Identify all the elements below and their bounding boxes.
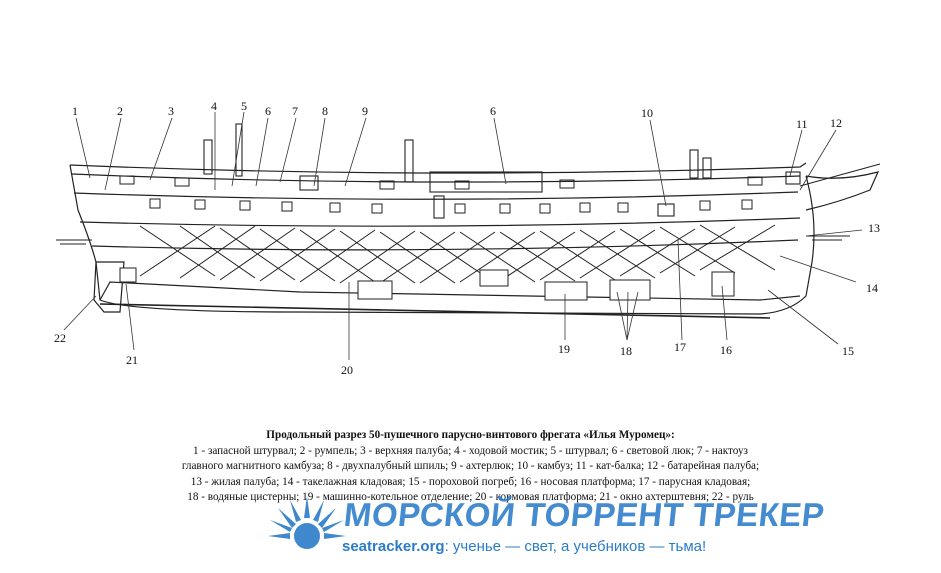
caption-line-4: 18 - водяные цистерны; 19 - машинно-коте… (187, 491, 754, 503)
waterline-marks (56, 235, 850, 245)
callout-22: 22 (54, 331, 66, 345)
leader-lines (63, 111, 863, 360)
callout-2: 2 (117, 104, 123, 118)
caption-line-3: 13 - жилая палуба; 14 - такелажная кладо… (190, 475, 751, 488)
hold-compartments (119, 267, 735, 301)
callout-21: 21 (126, 353, 138, 367)
callout-14: 14 (866, 281, 878, 295)
caption-title: Продольный разрез 50-пушечного парусно-в… (266, 429, 675, 441)
ship-hull (69, 162, 881, 319)
callout-9: 9 (362, 104, 368, 118)
watermark-tagline-text: : ученье — свет, а учебников — тьма! (444, 538, 707, 555)
callout-6a: 6 (265, 104, 271, 118)
callout-12: 12 (830, 116, 842, 130)
caption-line-1: 1 - запасной штурвал; 2 - румпель; 3 - в… (193, 444, 748, 457)
callout-11: 11 (796, 117, 808, 131)
watermark-site[interactable]: seatracker.org (342, 538, 445, 555)
deck-structures (203, 123, 801, 219)
figure-caption: Продольный разрез 50-пушечного парусно-в… (0, 428, 941, 506)
sun-rays-logo-icon (268, 496, 346, 549)
gun-ports-battery (149, 198, 753, 214)
callout-5: 5 (241, 99, 247, 113)
callout-19: 19 (558, 342, 570, 356)
callout-16: 16 (720, 343, 732, 357)
callout-7: 7 (292, 104, 298, 118)
callout-1: 1 (72, 104, 78, 118)
callout-20: 20 (341, 363, 353, 377)
gun-ports-upper (119, 175, 763, 190)
callout-10: 10 (641, 106, 653, 120)
callout-numbers: 1 2 3 4 5 6 7 8 9 6 10 11 12 13 14 15 16… (54, 99, 880, 377)
callout-6b: 6 (490, 104, 496, 118)
watermark-tagline: seatracker.org: ученье — свет, а учебник… (342, 538, 706, 555)
hull-bracing (139, 224, 776, 284)
watermark: МОРСКОЙ ТОРРЕНТ ТРЕКЕР seatracker.org: у… (268, 494, 928, 566)
callout-3: 3 (168, 104, 174, 118)
callout-13: 13 (868, 221, 880, 235)
ship-section-diagram: 1 2 3 4 5 6 7 8 9 6 10 11 12 13 14 15 16… (54, 99, 881, 377)
callout-15: 15 (842, 344, 854, 358)
caption-line-2: главного магнитного камбуза; 8 - двухпал… (181, 460, 760, 472)
watermark-title: МОРСКОЙ ТОРРЕНТ ТРЕКЕР (342, 496, 827, 533)
callout-17: 17 (674, 340, 686, 354)
callout-8: 8 (322, 104, 328, 118)
callout-4: 4 (211, 99, 217, 113)
callout-18: 18 (620, 344, 632, 358)
